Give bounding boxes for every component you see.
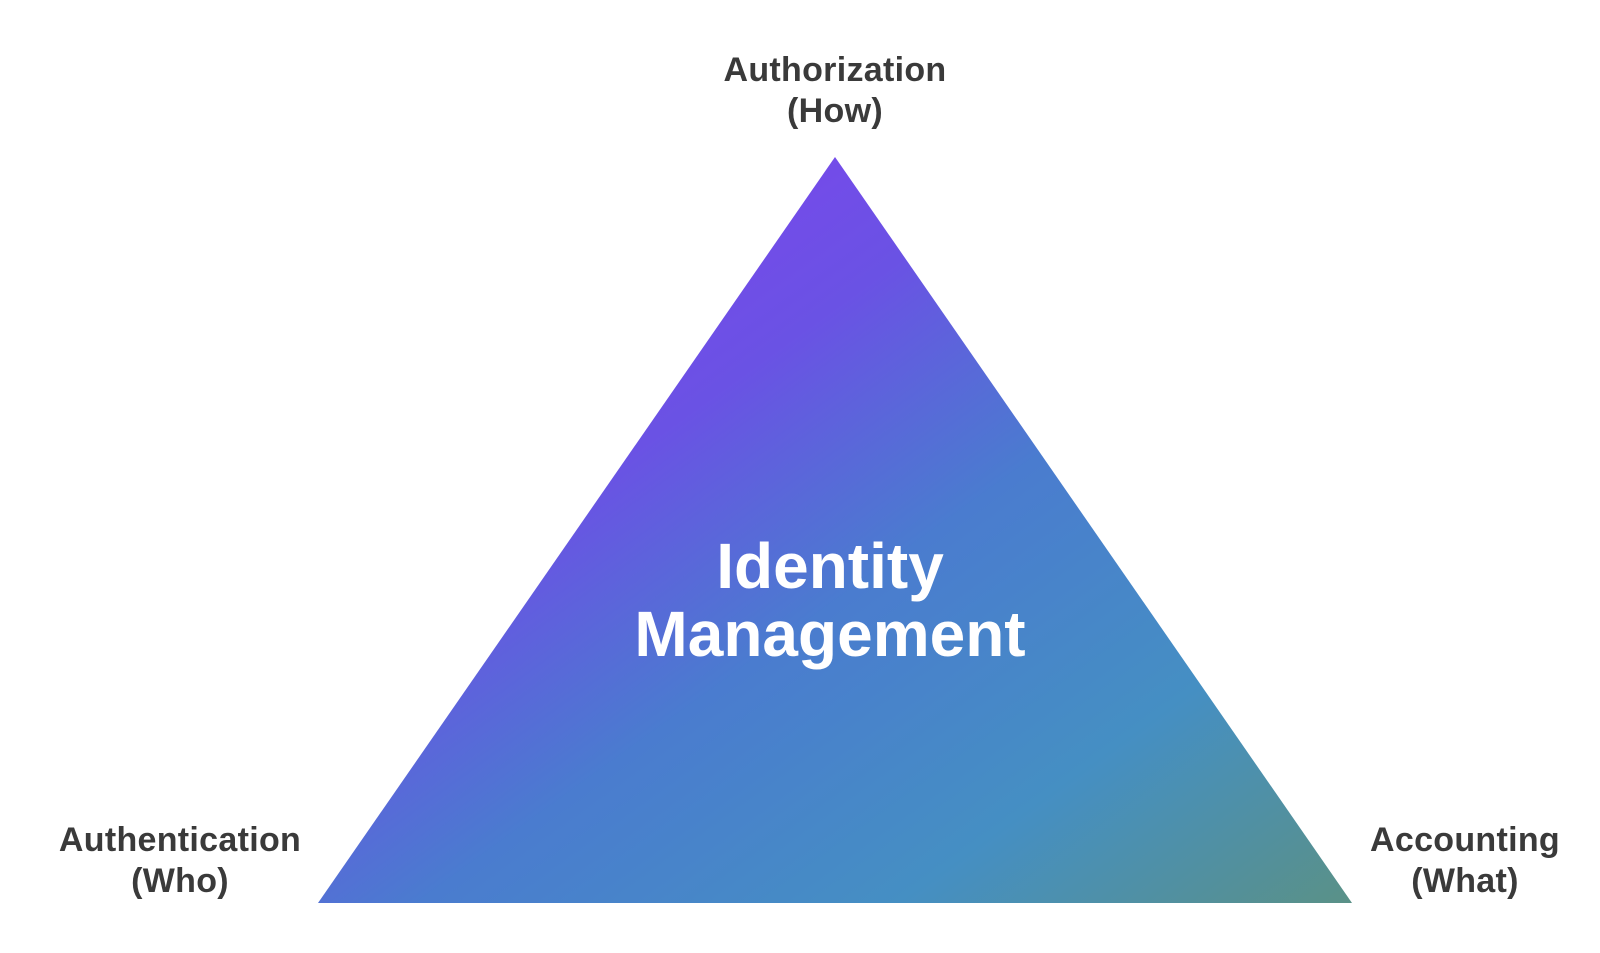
- authorization-subtitle: (How): [787, 92, 883, 130]
- authentication-label: Authentication (Who): [30, 820, 330, 902]
- center-title-line2: Management: [634, 598, 1026, 670]
- accounting-label: Accounting (What): [1330, 820, 1600, 902]
- center-title-line1: Identity: [716, 530, 944, 602]
- authentication-subtitle: (Who): [131, 862, 229, 900]
- accounting-subtitle: (What): [1411, 862, 1519, 900]
- identity-triangle: [318, 157, 1352, 903]
- authorization-title: Authorization: [723, 51, 947, 89]
- authentication-title: Authentication: [58, 821, 302, 859]
- accounting-title: Accounting: [1370, 821, 1560, 859]
- authorization-label: Authorization (How): [620, 50, 1050, 132]
- center-title: Identity Management: [530, 532, 1130, 668]
